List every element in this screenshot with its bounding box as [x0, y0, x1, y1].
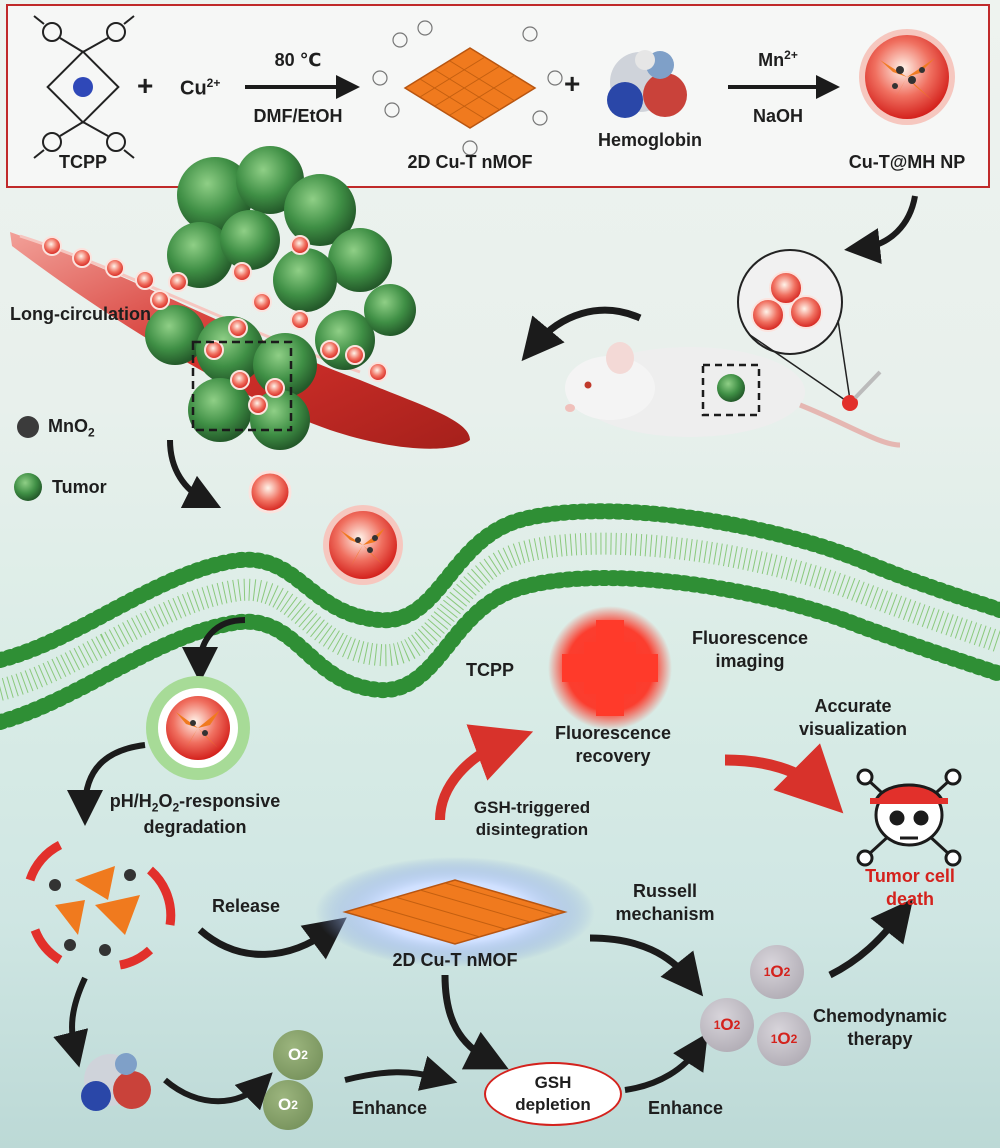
cu-t-mh-nanoparticle-icon [859, 29, 955, 125]
red-arrow-disintegration [435, 724, 534, 821]
cu-ion-label: Cu2+ [180, 76, 221, 100]
central-mof-sheet [315, 857, 595, 967]
arrow-enhance-1 [344, 1055, 458, 1091]
tumor-legend-label: Tumor [52, 477, 107, 497]
mn-ion-label: Mn2+ [758, 48, 798, 70]
gsh-depletion-ellipse: GSH depletion [484, 1062, 622, 1126]
degraded-particle [25, 840, 176, 970]
mof-label: 2D Cu-T nMOF [407, 152, 533, 172]
arrow-to-death [828, 898, 914, 979]
mno2-legend-label: MnO2 [48, 416, 95, 440]
arrow-to-degradation [67, 742, 146, 826]
mno2-legend-icon [17, 416, 39, 438]
nanoparticle-label: Cu-T@MH NP [848, 152, 966, 172]
endosome [146, 676, 250, 780]
mouse-illustration [565, 342, 901, 448]
hemoglobin-label: Hemoglobin [598, 130, 702, 150]
plus-sign-2: + [564, 68, 581, 99]
tumor-legend-icon [14, 473, 42, 501]
enhance-label-2: Enhance [648, 1098, 724, 1118]
tcpp-label: TCPP [58, 152, 108, 172]
tcpp-molecule-icon [33, 15, 135, 159]
free-nanoparticle [248, 470, 292, 514]
release-label: Release [212, 896, 281, 916]
arrow-russell [589, 934, 704, 997]
mof-sheet-icon [372, 20, 563, 156]
ph-responsive-label: pH/H2O2-responsive degradation [109, 791, 281, 838]
arrow-to-hemoglobin [53, 976, 89, 1068]
arrow-to-membrane [167, 439, 222, 509]
enhance-label-1: Enhance [352, 1098, 428, 1118]
gsh-label: GSH [534, 1072, 572, 1092]
red-arrow-visualization [724, 743, 844, 814]
arrow-to-tumor [521, 306, 642, 362]
long-circulation-label: Long-circulation [10, 304, 151, 324]
arrow-to-injection [844, 195, 918, 264]
arrow-hemoglobin-o2 [163, 1072, 273, 1111]
hemoglobin-icon [607, 50, 687, 118]
skull-icon [856, 768, 962, 867]
injection-inset [737, 249, 882, 411]
plus-sign-1: + [137, 70, 154, 101]
tcpp-center-label: TCPP [466, 660, 515, 680]
tcpp-fluorescent-icon [548, 606, 672, 730]
central-mof-label: 2D Cu-T nMOF [392, 950, 518, 970]
arrow-to-endosome [182, 617, 246, 683]
arrow-release [197, 917, 347, 960]
cell-membrane [0, 503, 1000, 730]
endocytosed-nanoparticle [323, 505, 403, 585]
arrow-gsh-depletion [441, 974, 509, 1070]
arrow-enhance-2 [624, 1032, 708, 1093]
temperature-label: 80 ℃ [274, 50, 322, 70]
hemoglobin-bottom-icon [81, 1053, 151, 1111]
vessel-nanoparticles [42, 235, 388, 415]
naoh-label: NaOH [752, 106, 804, 126]
depletion-label: depletion [515, 1095, 591, 1114]
solvent-label: DMF/EtOH [253, 106, 343, 126]
tumor-zoom-box [191, 340, 293, 432]
